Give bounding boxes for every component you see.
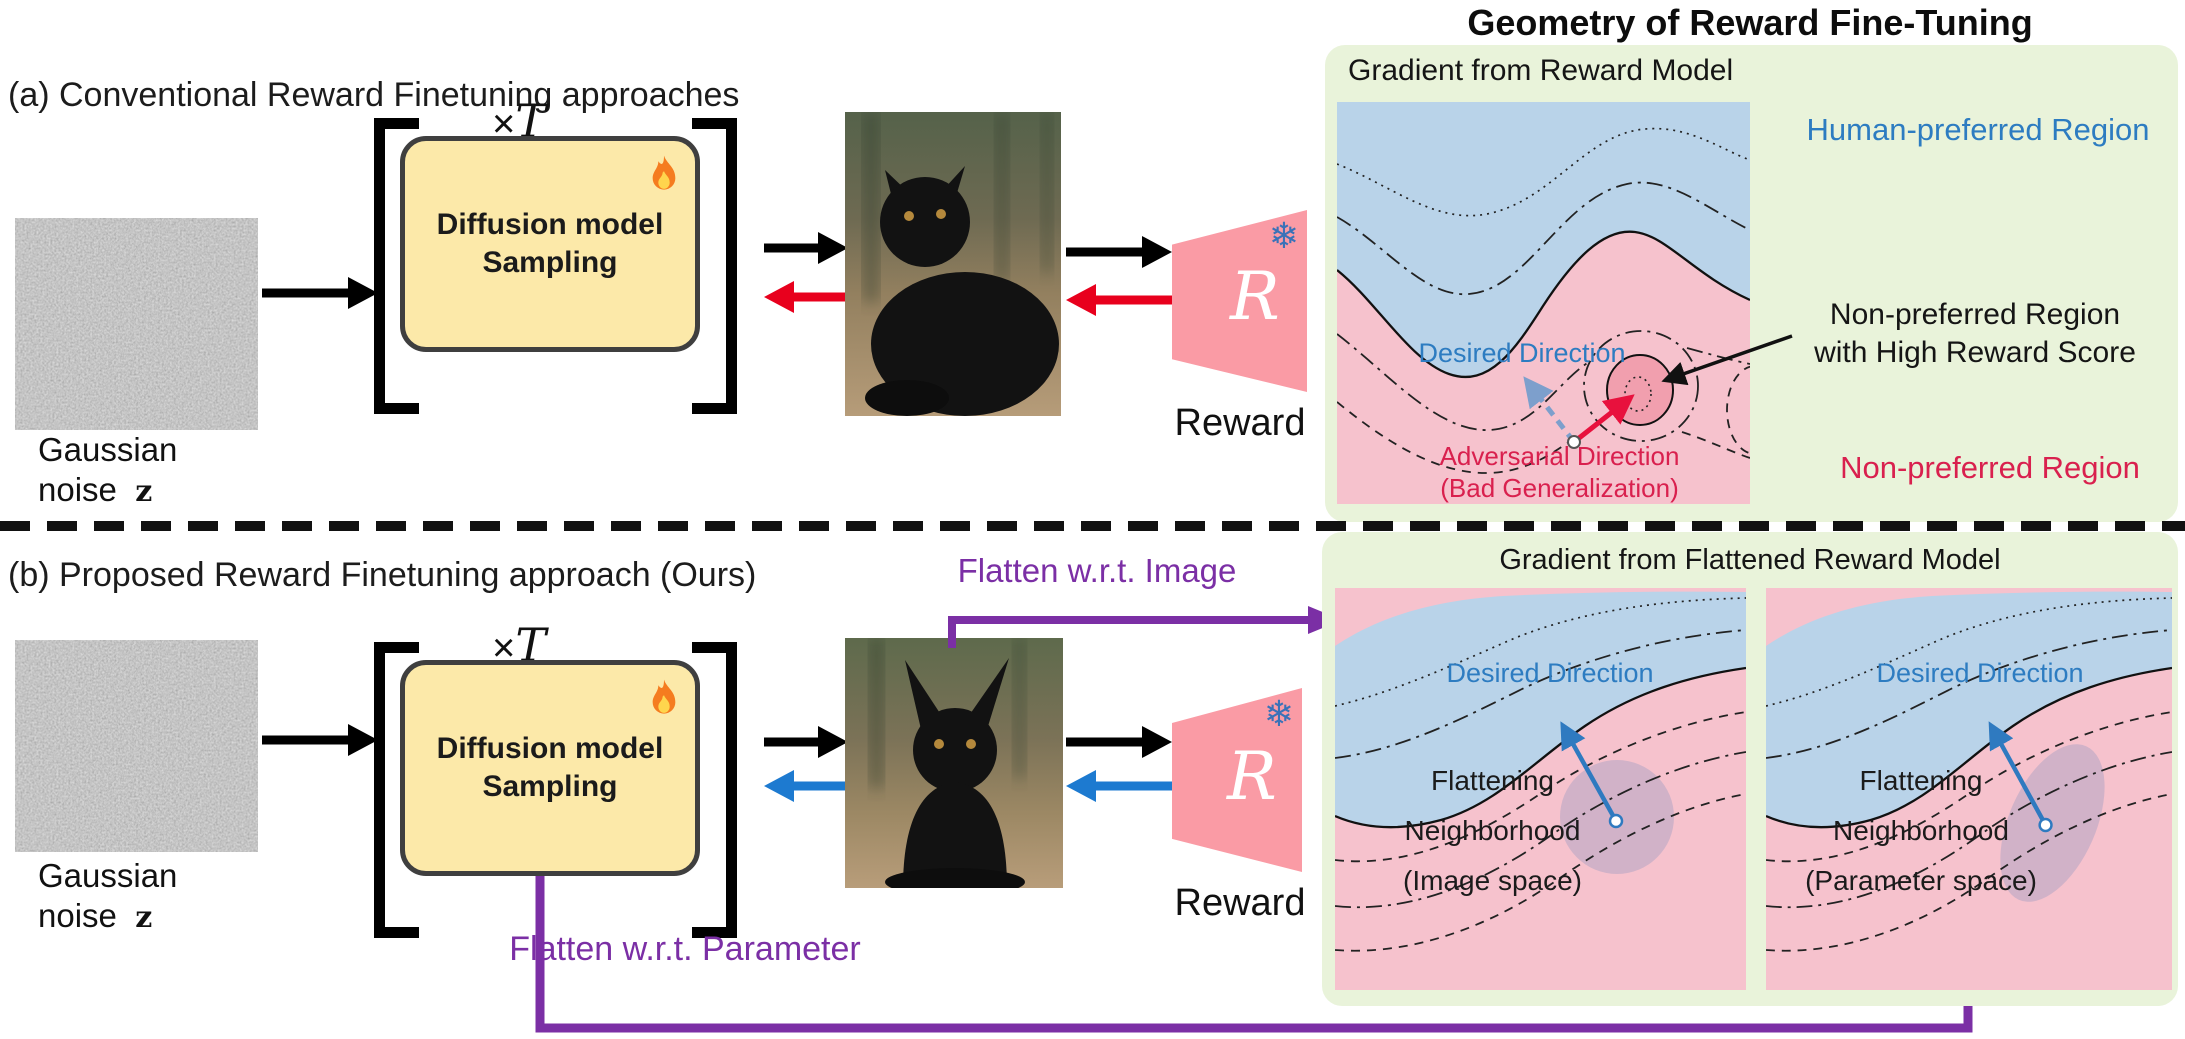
diffusion-sampling-box-a: Diffusion model Sampling bbox=[400, 136, 700, 352]
current-point-marker-param bbox=[2038, 817, 2053, 833]
adversarial-line2: (Bad Generalization) bbox=[1440, 473, 1679, 503]
bracket-right-a bbox=[692, 118, 737, 414]
generated-dog-image-a bbox=[845, 112, 1061, 416]
gaussian-noise-image-b bbox=[15, 640, 258, 852]
arrow-sampling-to-image-b bbox=[764, 726, 848, 758]
generated-dog-image-b bbox=[845, 638, 1063, 888]
nonpreferred-high-annotation: Non-preferred Region with High Reward Sc… bbox=[1770, 296, 2180, 372]
flatten-parameter-label: Flatten w.r.t. Parameter bbox=[509, 930, 861, 968]
panel-bottom-header: Gradient from Flattened Reward Model bbox=[1499, 544, 2001, 576]
contour-plot-reward bbox=[1337, 102, 1750, 504]
nb-image-line3: (Image space) bbox=[1403, 865, 1582, 896]
nb-image-line1: Flattening bbox=[1431, 765, 1554, 796]
contour-plot-image-space bbox=[1335, 588, 1746, 990]
nonpref-high-line1: Non-preferred Region bbox=[1829, 298, 2121, 331]
nonpref-high-line2: with High Reward Score bbox=[1814, 336, 2136, 369]
arrow-sampling-to-image-a bbox=[764, 232, 848, 264]
fire-icon bbox=[652, 155, 676, 190]
flattening-neighborhood-label-image: Flattening Neighborhood (Image space) bbox=[1355, 756, 1630, 906]
bracket-left-b bbox=[374, 642, 419, 938]
adversarial-line1: Adversarial Direction bbox=[1439, 441, 1680, 471]
bracket-right-b bbox=[692, 642, 737, 938]
arrow-gradient-to-sampling-b bbox=[764, 770, 848, 802]
nb-param-line3: (Parameter space) bbox=[1805, 865, 2037, 896]
noise-symbol-z-b: z bbox=[135, 900, 153, 935]
diffusion-box-line2-b: Sampling bbox=[482, 770, 618, 803]
human-preferred-legend: Human-preferred Region bbox=[1806, 112, 2150, 147]
snowflake-icon-a: ❄ bbox=[1268, 215, 1299, 256]
arrow-noise-to-sampling-b bbox=[262, 724, 378, 756]
nb-param-line1: Flattening bbox=[1859, 765, 1983, 796]
arrow-image-to-reward-a bbox=[1066, 236, 1172, 268]
desired-direction-label-param: Desired Direction bbox=[1876, 658, 2084, 688]
reward-label-b: Reward bbox=[1174, 882, 1306, 924]
desired-direction-arrow-top bbox=[1523, 376, 1576, 444]
noise-caption-b: Gaussian noise z bbox=[38, 856, 177, 938]
arrow-reward-gradient-a bbox=[1066, 284, 1172, 316]
bracket-left-a bbox=[374, 118, 419, 414]
flatten-image-label: Flatten w.r.t. Image bbox=[957, 552, 1237, 589]
reward-letter-b: R bbox=[1227, 738, 1277, 815]
row-a-title: (a) Conventional Reward Finetuning appro… bbox=[8, 76, 740, 114]
diffusion-box-line1-b: Diffusion model bbox=[436, 732, 664, 765]
desired-direction-arrow-param bbox=[1988, 721, 2048, 827]
noise-caption-line2-b: noise bbox=[38, 897, 117, 934]
reward-model-block-a: R ❄ bbox=[1172, 210, 1307, 392]
annotation-arrow bbox=[1661, 334, 1793, 386]
gaussian-noise-image-a bbox=[15, 218, 258, 430]
diffusion-sampling-box-b: Diffusion model Sampling bbox=[400, 660, 700, 876]
row-b-title: (b) Proposed Reward Finetuning approach … bbox=[8, 556, 757, 594]
figure-title: Geometry of Reward Fine-Tuning bbox=[1467, 2, 2033, 43]
desired-direction-arrow-image bbox=[1560, 721, 1618, 823]
nonpreferred-legend: Non-preferred Region bbox=[1840, 450, 2140, 485]
reward-label-a: Reward bbox=[1174, 402, 1306, 444]
adversarial-direction-arrow bbox=[1572, 394, 1635, 444]
flatten-image-arrow bbox=[948, 606, 1342, 648]
current-point-marker-image bbox=[1608, 813, 1624, 829]
current-point-marker-top bbox=[1567, 435, 1581, 449]
desired-direction-label-image: Desired Direction bbox=[1446, 658, 1654, 688]
arrow-noise-to-sampling-a bbox=[262, 277, 378, 309]
noise-caption-line1: Gaussian bbox=[38, 431, 178, 468]
noise-caption-a: Gaussian noise z bbox=[38, 430, 177, 512]
adversarial-direction-label: Adversarial Direction (Bad Generalizatio… bbox=[1392, 440, 1727, 504]
nb-image-line2: Neighborhood bbox=[1404, 815, 1581, 846]
noise-caption-line2: noise bbox=[38, 471, 117, 508]
panel-top-header: Gradient from Reward Model bbox=[1348, 54, 1734, 87]
desired-direction-label-top: Desired Direction bbox=[1418, 338, 1626, 368]
snowflake-icon-b: ❄ bbox=[1263, 693, 1294, 734]
arrow-gradient-to-sampling-a bbox=[764, 281, 848, 313]
contour-plot-parameter-space bbox=[1766, 588, 2172, 990]
reward-letter-a: R bbox=[1230, 258, 1280, 335]
fire-icon-b bbox=[652, 679, 676, 714]
arrow-reward-gradient-b bbox=[1066, 770, 1172, 802]
nb-param-line2: Neighborhood bbox=[1833, 815, 2009, 846]
flattening-neighborhood-ellipse bbox=[2000, 744, 2105, 902]
diffusion-box-line2: Sampling bbox=[482, 246, 618, 279]
flattening-neighborhood-label-param: Flattening Neighborhood (Parameter space… bbox=[1766, 756, 2076, 906]
diffusion-box-line1: Diffusion model bbox=[436, 208, 664, 241]
arrow-image-to-reward-b bbox=[1066, 726, 1172, 758]
reward-model-block-b: R ❄ bbox=[1172, 688, 1302, 872]
section-divider bbox=[0, 521, 2185, 531]
noise-caption-line1-b: Gaussian bbox=[38, 857, 178, 894]
noise-symbol-z: z bbox=[135, 474, 153, 509]
